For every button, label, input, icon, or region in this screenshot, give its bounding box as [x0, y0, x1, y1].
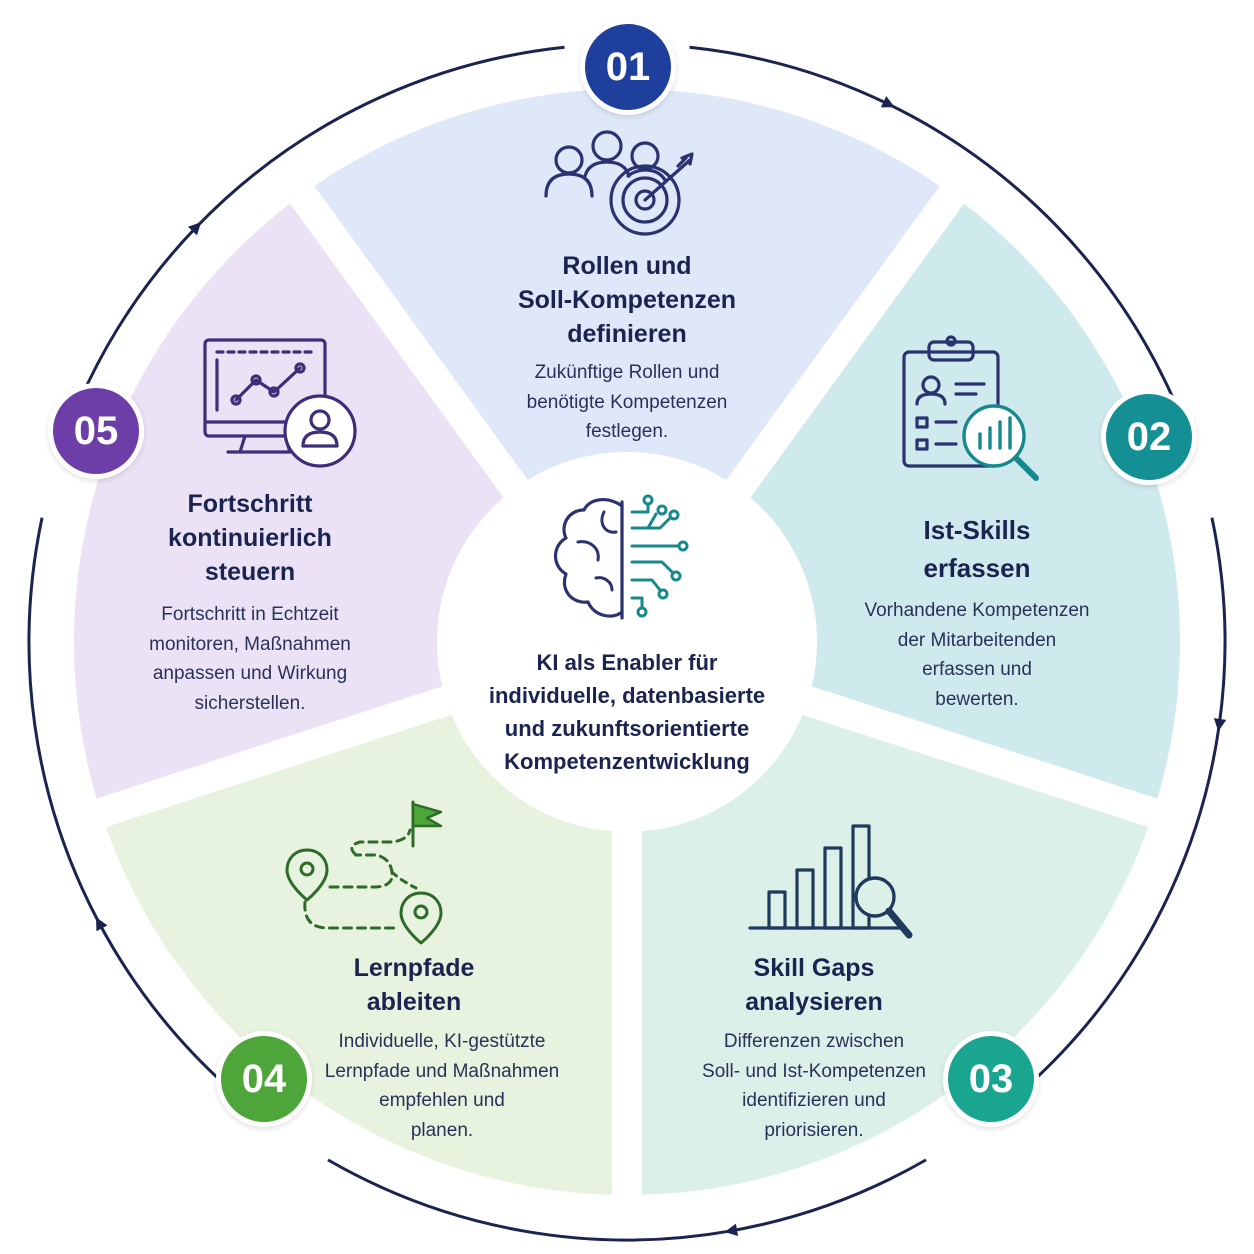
step-badge-04: 04 [216, 1031, 312, 1127]
bar-chart-magnifier-icon [748, 824, 902, 930]
step-badge-01: 01 [580, 19, 676, 115]
ring-arc [195, 45, 565, 228]
ring-arc [888, 103, 1175, 400]
step-title-03: Skill Gaps analysieren [745, 954, 883, 1016]
step-description-04: Individuelle, KI-gestützte Lernpfade und… [324, 1031, 560, 1141]
step-description-02: Vorhandene Kompetenzen der Mitarbeitende… [864, 600, 1090, 710]
center-circle [439, 454, 815, 830]
step-description-03: Differenzen zwischen Soll- und Ist-Kompe… [702, 1031, 926, 1141]
learning-path-icon [285, 800, 443, 945]
step-title-01: Rollen und Soll-Kompetenzen definieren [517, 252, 737, 348]
step-title-02: Ist-Skills erfassen [923, 515, 1031, 583]
flag-icon [411, 802, 443, 828]
ring-arc [327, 1158, 732, 1242]
ring-arrow [79, 222, 202, 400]
ring-arc [1026, 725, 1221, 1088]
people-target-icon [544, 130, 694, 236]
step-badge-02: 02 [1101, 389, 1197, 485]
step-badge-05: 05 [48, 383, 144, 479]
ring-arc [27, 517, 101, 924]
brain-circuit-icon [553, 494, 689, 620]
ring-arrow [724, 1158, 927, 1236]
step-badge-03: 03 [943, 1031, 1039, 1127]
person-circle-icon [283, 394, 357, 468]
magnifier-icon [854, 876, 913, 939]
sector-01 [308, 85, 946, 486]
ring-arrow [689, 45, 895, 108]
step-description-01: Zukünftige Rollen und benötigte Kompeten… [526, 362, 728, 442]
step-title-04: Lernpfade ableiten [353, 954, 475, 1016]
ring-arrow [1210, 517, 1227, 732]
ring-arrow [96, 917, 228, 1088]
step-description-05: Fortschritt in Echtzeit monitoren, Maßna… [149, 604, 351, 714]
step-title-05: Fortschritt kontinuierlich steuern [168, 490, 332, 586]
magnifier-icon [962, 404, 1039, 481]
center-statement: KI als Enabler für individuelle, datenba… [488, 650, 766, 774]
